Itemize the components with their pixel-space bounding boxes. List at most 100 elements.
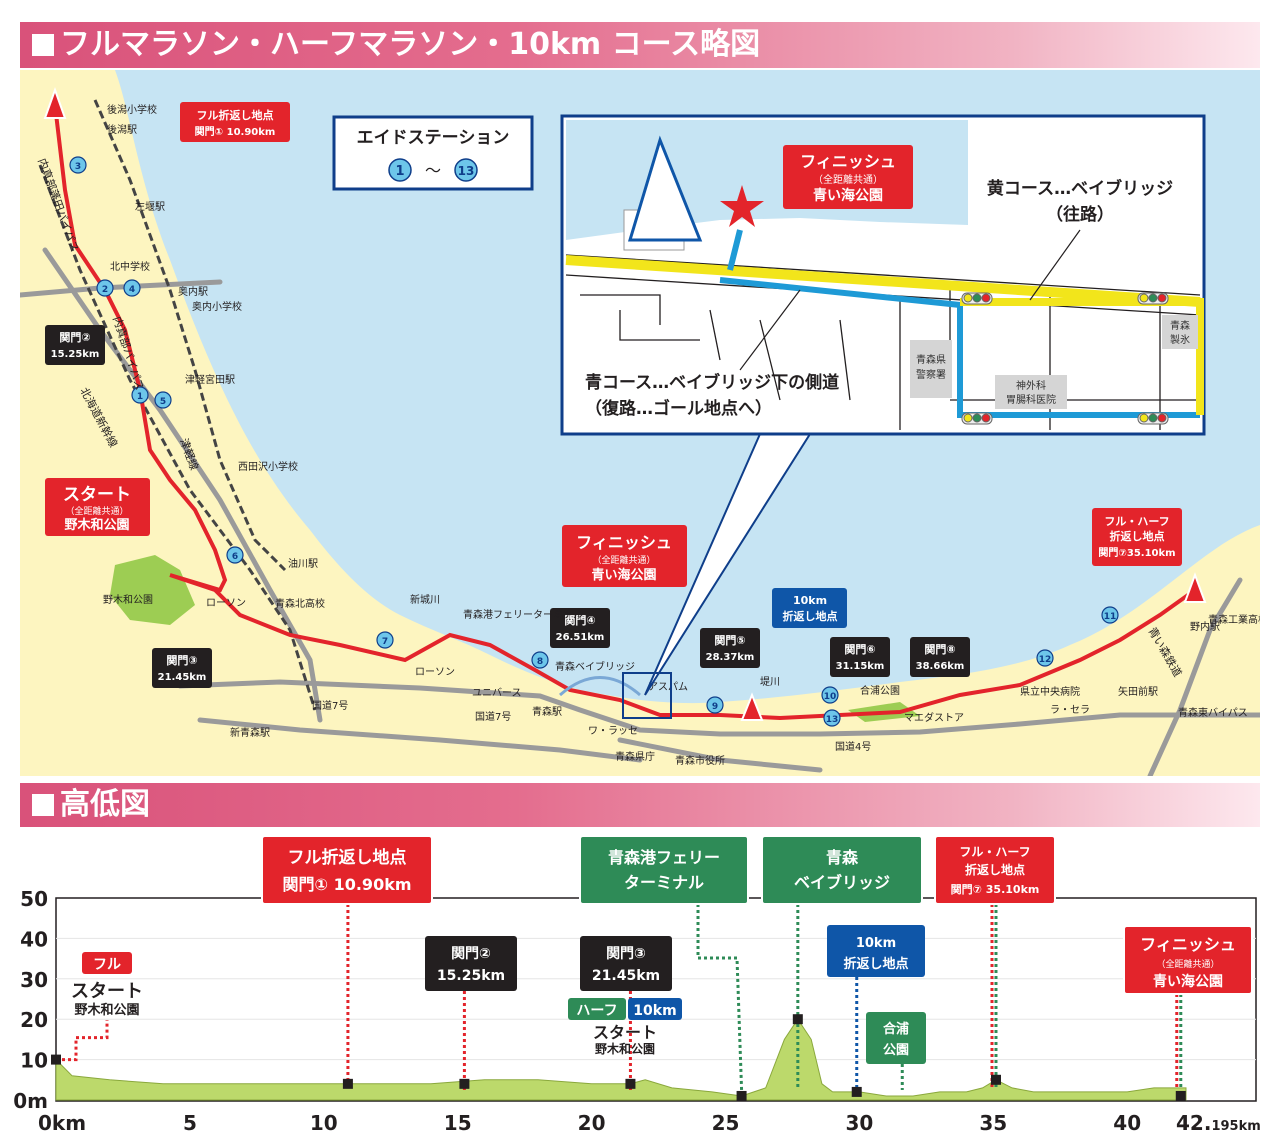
svg-text:関門① 10.90km: 関門① 10.90km [195,126,276,138]
svg-text:21.45km: 21.45km [592,968,660,984]
x-tick-label: 40 [1113,1111,1141,1135]
marathon-course-line [53,104,1197,721]
bay-bridge [559,676,641,697]
svg-text:フル・ハーフ: フル・ハーフ [959,845,1030,859]
y-tick-label: 30 [20,968,48,992]
svg-text:合浦: 合浦 [883,1021,909,1037]
svg-text:関門④: 関門④ [564,614,595,627]
svg-text:15.25km: 15.25km [51,349,100,360]
svg-text:10km: 10km [793,594,827,607]
ice-factory-block [1162,315,1198,349]
aid-station-marker: 11 [1101,606,1119,624]
svg-text:（全距離共通）: （全距離共通） [1156,958,1219,970]
svg-text:関門⑦ 35.10km: 関門⑦ 35.10km [951,883,1040,896]
svg-text:（全距離共通）: （全距離共通） [813,173,883,186]
header-square-icon [32,794,54,816]
elevation-header: 高低図 [20,783,1260,827]
gate-3-callout: 関門③ 21.45km [580,936,672,991]
point-marker [1175,1090,1186,1101]
map-place-label: 堤川 [760,676,780,688]
gate-5-label: 関門⑤ 28.37km [700,628,760,668]
y-tick-label: 50 [20,887,48,911]
full-start-label: スタート [71,981,143,1002]
svg-text:関門②: 関門② [451,946,491,962]
svg-text:野木和公園: 野木和公園 [64,517,129,533]
point-marker [625,1078,636,1089]
aid-station-number: 2 [102,285,108,295]
svg-text:青森: 青森 [1170,319,1190,332]
point-marker [51,1054,61,1065]
x-tick-label: 15 [444,1111,472,1135]
map-place-label: ローソン [415,667,455,678]
aid-station-marker: 5 [154,391,172,409]
svg-text:21.45km: 21.45km [158,672,207,683]
x-tick-label: 30 [845,1111,873,1135]
aspam-building-icon [627,135,703,242]
svg-text:（全距離共通）: （全距離共通） [65,505,128,517]
goura-park-callout: 合浦 公園 [866,1012,926,1064]
map-place-label: 新城川 [410,593,440,606]
point-marker [736,1090,747,1101]
10km-turn-callout: 10km 折返し地点 [827,925,925,977]
chart-leader-lines [62,904,1183,1091]
svg-text:関門⑦35.10km: 関門⑦35.10km [1098,547,1175,559]
aid-station-marker: 6 [226,546,244,564]
svg-text:神外科: 神外科 [1016,379,1046,392]
finish-label: フィニッシュ （全距離共通） 青い海公園 [562,525,687,587]
map-place-label: 奥内小学校 [192,300,242,313]
leader-line [62,1020,109,1062]
map-place-label: 後潟小学校 [107,103,157,116]
svg-text:フル: フル [93,957,121,973]
point-marker [851,1086,862,1097]
traffic-signal-icon [961,292,1169,425]
svg-text:フル・ハーフ: フル・ハーフ [1104,515,1169,528]
map-place-label: 国道7号 [312,699,348,712]
aid-station-number: 8 [537,657,543,667]
turn-cone-icon [740,692,764,721]
map-place-label: 西田沢小学校 [238,460,298,473]
turn-cone-icon [1183,572,1207,603]
svg-text:関門⑧: 関門⑧ [924,643,955,656]
nogiwa-park-area [110,555,195,625]
svg-text:関門③: 関門③ [606,946,646,962]
aid-station-marker: 3 [69,156,87,174]
y-tick-label: 20 [20,1008,48,1032]
svg-text:折返し地点: 折返し地点 [783,609,838,623]
full-start-place: 野木和公園 [74,1002,139,1018]
aid-station-number: 1 [137,392,143,402]
start-label: スタート （全距離共通） 野木和公園 [45,478,150,536]
gate-8-label: 関門⑧ 38.66km [910,637,970,677]
svg-text:10km: 10km [856,936,896,951]
svg-text:フル折返し地点: フル折返し地点 [197,108,274,122]
svg-text:折返し地点: 折返し地点 [965,862,1025,877]
map-place-label: ローソン [206,598,246,609]
aid-station-number: 10 [824,692,837,702]
finish-area-highlight [622,672,672,719]
gate-4-label: 関門④ 26.51km [550,608,610,648]
svg-text:28.37km: 28.37km [706,652,755,663]
leader-line [696,904,744,1091]
map-place-label: ユニバース [472,687,522,699]
svg-text:関門① 10.90km: 関門① 10.90km [282,875,411,894]
map-place-label: 新青森駅 [230,726,270,739]
half-tag: ハーフ [568,998,626,1020]
blue-course-sub: （復路…ゴール地点へ） [585,398,772,419]
point-marker [342,1078,353,1089]
map-place-label: 合浦公園 [860,684,900,697]
svg-text:関門②: 関門② [59,331,90,344]
svg-text:（全距離共通）: （全距離共通） [592,554,655,566]
gate-6-label: 関門⑥ 31.15km [830,637,890,677]
blue-course-label: 青コース…ベイブリッジ下の側道 [585,372,839,393]
map-place-label: アスパム [648,681,688,693]
map-place-label: 国道7号 [475,710,511,723]
chart-point-markers [51,1014,1186,1101]
map-place-label: 油川駅 [288,557,318,570]
x-tick-label: 10 [310,1111,338,1135]
svg-text:青い海公園: 青い海公園 [813,187,883,204]
header-square-icon [32,34,54,56]
hospital-block [995,375,1067,409]
aid-station-marker: 12 [1036,649,1054,667]
aid-station-number: 13 [826,715,839,725]
inset-finish-label: フィニッシュ （全距離共通） 青い海公園 [783,145,913,209]
svg-text:ターミナル: ターミナル [624,873,704,892]
